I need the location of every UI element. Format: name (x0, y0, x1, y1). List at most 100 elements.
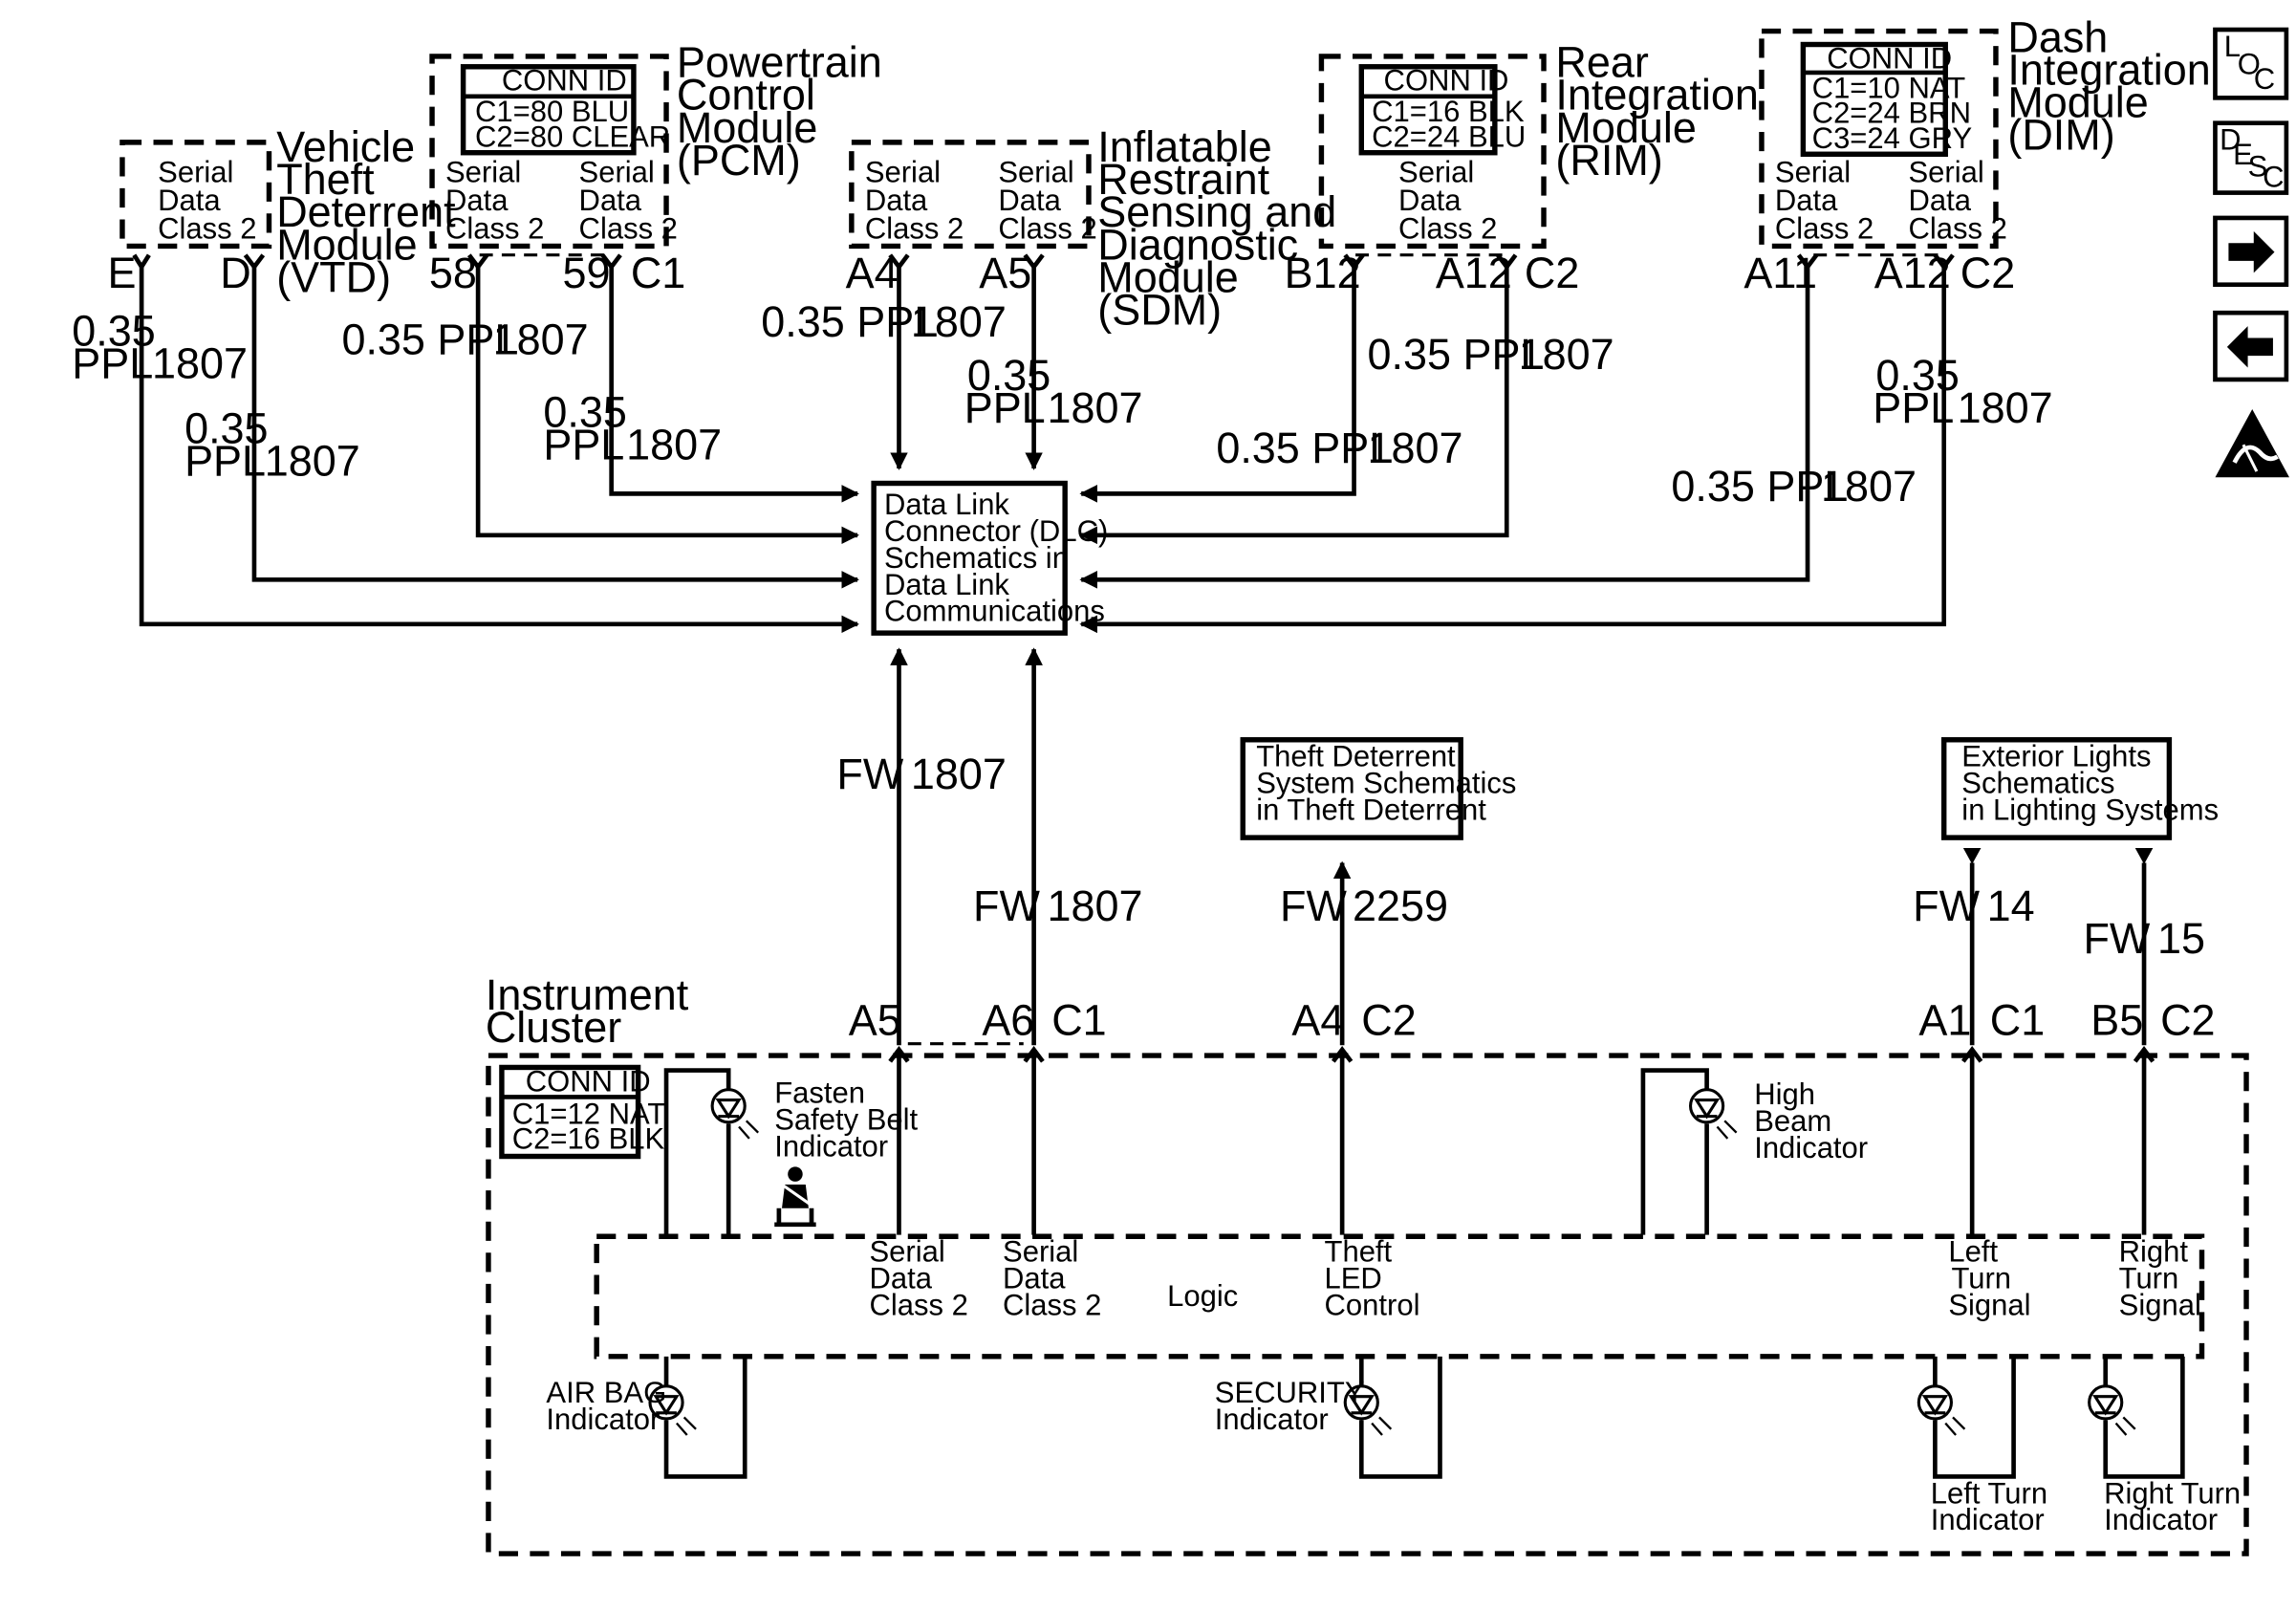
instrument-cluster: Instrument Cluster CONN ID C1=12 NAT C2=… (486, 970, 2249, 1556)
pcm-connector: C1 (631, 249, 685, 297)
left-turn-led-icon (1917, 1384, 1966, 1436)
fw-wire-2-gauge: FW (973, 881, 1040, 930)
fw-wire-1-gauge: FW (836, 750, 903, 798)
logic-serial-data-1: Serial Data Class 2 (869, 1235, 967, 1322)
cluster-pin-a4: A4 (1291, 995, 1344, 1044)
dim-pin-a12: A12 (1874, 249, 1951, 297)
description-button[interactable]: D E S C (2213, 120, 2289, 195)
rim-serial-label: Serial Data Class 2 (1398, 156, 1497, 246)
sdm-module: Serial Data Class 2 Serial Data Class 2 … (846, 122, 1348, 335)
loc-letter-c: C (2254, 62, 2275, 96)
dim-pin-a11: A11 (1744, 249, 1817, 297)
sdm-pin-a5: A5 (979, 249, 1031, 297)
wire-5-circuit: 1807 (911, 297, 1007, 346)
security-indicator: SECURITY Indicator (1215, 1356, 1442, 1479)
security-indicator-label: SECURITY Indicator (1215, 1376, 1373, 1436)
dlc-wires (139, 267, 1947, 1046)
arrow-left-icon (2226, 326, 2273, 368)
airbag-indicator: AIR BAG Indicator (546, 1356, 747, 1479)
wire-9-circuit: 1807 (1821, 462, 1917, 511)
fw-wire-2-circuit: 1807 (1048, 881, 1143, 930)
cluster-pin-b5: B5 (2090, 995, 2143, 1044)
logic-label: Logic (1167, 1279, 1238, 1313)
pcm-conn-id: C1=80 BLU C2=80 CLEAR (475, 95, 670, 153)
wire-6-circuit: 1807 (1048, 383, 1143, 432)
rim-conn-id: C1=16 BLK C2=24 BLU (1372, 95, 1532, 153)
fw-wire-1-circuit: 1807 (911, 750, 1007, 798)
dlc-box: Data Link Connector (DLC) Schematics in … (871, 480, 1116, 636)
cluster-connector-c2: C2 (1361, 995, 1416, 1044)
wire-1-circuit: 1807 (152, 338, 248, 387)
fw-wire-3-circuit: 2259 (1353, 881, 1448, 930)
wire-8-gauge: 0.35 PPL (1216, 424, 1393, 472)
left-turn-indicator-label: Left Turn Indicator (1931, 1476, 2056, 1536)
vtd-pin-e: E (107, 249, 136, 297)
arrow-right-icon (2228, 230, 2275, 273)
pcm-serial-label-2: Serial Data Class 2 (579, 156, 678, 246)
wire-8-circuit: 1807 (1367, 424, 1462, 472)
fw-wire-4-gauge: FW (1913, 881, 1980, 930)
dim-connector: C2 (1960, 249, 2015, 297)
wire-4-circuit: 1807 (626, 421, 722, 469)
desc-letter-d: D (2220, 123, 2241, 157)
fw-wire-4-circuit: 14 (1987, 881, 2035, 930)
location-button[interactable]: L O C (2213, 27, 2289, 100)
high-beam-indicator: High Beam Indicator (1640, 1068, 1868, 1235)
dim-module: CONN ID C1=10 NAT C2=24 BRN C3=24 GRY Se… (1744, 12, 2222, 297)
wire-5-gauge: 0.35 PPL (761, 297, 938, 346)
wire-3-gauge: 0.35 PPL (341, 315, 518, 364)
seatbelt-indicator: Fasten Safety Belt Indicator (663, 1068, 926, 1235)
pcm-module: CONN ID C1=80 BLU C2=80 CLEAR Serial Dat… (429, 38, 882, 297)
seatbelt-indicator-label: Fasten Safety Belt Indicator (774, 1077, 926, 1164)
esd-warning-icon (2215, 408, 2289, 478)
back-button[interactable] (2213, 310, 2289, 382)
theft-deterrent-reference[interactable]: Theft Deterrent System Schematics in The… (1240, 737, 1525, 840)
cluster-name: Instrument Cluster (486, 970, 701, 1052)
wire-2-circuit: 1807 (265, 437, 360, 486)
right-turn-led-icon (2088, 1384, 2136, 1436)
wire-1-gauge: 0.35 PPL (72, 306, 167, 387)
logic-right-turn-signal: Right Turn Signal (2119, 1235, 2201, 1322)
logic-theft-led-control: Theft LED Control (1325, 1235, 1420, 1322)
sdm-module-name: Inflatable Restraint Sensing and Diagnos… (1097, 122, 1348, 335)
exterior-lights-reference-label: Exterior Lights Schematics in Lighting S… (1961, 740, 2219, 827)
logic-left-turn-signal: Left Turn Signal (1948, 1235, 2030, 1322)
dlc-label: Data Link Connector (DLC) Schematics in … (884, 488, 1116, 628)
wire-3-circuit: 1807 (493, 315, 589, 364)
rim-conn-title: CONN ID (1384, 64, 1509, 98)
dim-conn-id: C1=10 NAT C2=24 BRN C3=24 GRY (1812, 71, 1980, 155)
wire-7-circuit: 1807 (1519, 330, 1614, 379)
rim-module: CONN ID C1=16 BLK C2=24 BLU Serial Data … (1285, 38, 1770, 297)
wire-6-gauge: 0.35 PPL (964, 351, 1063, 432)
wire-labels: 0.35 PPL 1807 0.35 PPL 1807 0.35 PPL 180… (72, 297, 2205, 963)
cluster-conn-title: CONN ID (526, 1064, 651, 1098)
left-turn-indicator: Left Turn Indicator (1917, 1356, 2056, 1536)
loc-letter-o: O (2238, 48, 2261, 81)
high-beam-indicator-label: High Beam Indicator (1754, 1077, 1868, 1164)
cluster-connector-c2-right: C2 (2160, 995, 2215, 1044)
cluster-pin-a5: A5 (849, 995, 901, 1044)
wire-10-circuit: 1807 (1958, 383, 2053, 432)
dim-serial-label-2: Serial Data Class 2 (1908, 156, 2006, 246)
wire-7-gauge: 0.35 PPL (1367, 330, 1544, 379)
seatbelt-icon (774, 1166, 816, 1228)
theft-deterrent-reference-label: Theft Deterrent System Schematics in The… (1256, 740, 1525, 827)
desc-letter-c: C (2263, 160, 2284, 193)
right-turn-indicator: Right Turn Indicator (2088, 1356, 2241, 1536)
dim-module-name: Dash Integration Module (DIM) (2007, 12, 2222, 159)
logic-serial-data-2: Serial Data Class 2 (1003, 1235, 1101, 1322)
cluster-connector-c1: C1 (1051, 995, 1106, 1044)
rim-module-name: Rear Integration Module (RIM) (1555, 38, 1770, 185)
exterior-lights-reference[interactable]: Exterior Lights Schematics in Lighting S… (1940, 737, 2219, 840)
fw-wire-5-gauge: FW (2083, 914, 2150, 963)
cluster-connector-c1-right: C1 (1990, 995, 2045, 1044)
wire-2-gauge: 0.35 PPL (184, 404, 280, 486)
airbag-indicator-label: AIR BAG Indicator (546, 1376, 674, 1436)
wire-10-gauge: 0.35 PPL (1873, 351, 1971, 432)
high-beam-led-icon (1688, 1088, 1738, 1140)
pcm-serial-label-1: Serial Data Class 2 (445, 156, 544, 246)
vtd-module: Serial Data Class 2 Vehicle Theft Deterr… (107, 122, 456, 301)
fw-wire-3-gauge: FW (1280, 881, 1347, 930)
rim-connector: C2 (1525, 249, 1579, 297)
forward-button[interactable] (2213, 215, 2289, 288)
